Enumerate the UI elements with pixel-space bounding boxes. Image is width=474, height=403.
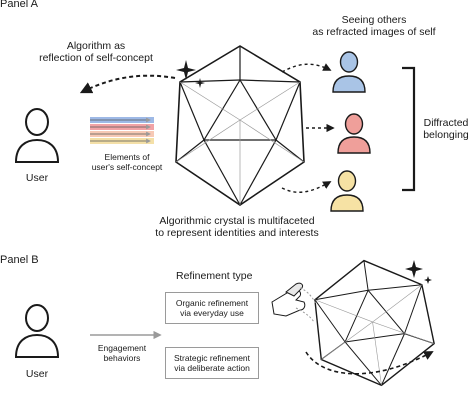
seeing-others-label: Seeing others as refracted images of sel… xyxy=(302,14,446,38)
label-line: user's self-concept xyxy=(91,162,163,172)
label-line: via deliberate action xyxy=(174,363,250,373)
refinement-title: Refinement type xyxy=(176,270,253,282)
label-line: Algorithmic crystal is multifaceted xyxy=(159,215,315,227)
rotation-arrow xyxy=(305,351,434,375)
refined-crystal xyxy=(314,259,435,387)
organic-refinement-box: Organic refinement via everyday use xyxy=(165,292,259,324)
sparkle-icon xyxy=(176,60,205,88)
label-line: Seeing others xyxy=(341,14,407,26)
label-line: Organic refinement xyxy=(175,298,249,308)
label-line: as refracted images of self xyxy=(312,26,436,38)
user-icon xyxy=(14,108,60,163)
label-line: reflection of self-concept xyxy=(39,52,153,64)
label-line: behaviors xyxy=(103,353,141,363)
algorithmic-crystal xyxy=(175,45,305,206)
reflection-arrow xyxy=(79,74,176,94)
panel-label: Panel A xyxy=(0,0,38,10)
label-line: Engagement xyxy=(97,343,147,353)
belonging-bracket xyxy=(402,66,416,192)
user-label: User xyxy=(25,368,49,380)
label-line: via everyday use xyxy=(180,308,244,318)
label-line: Elements of xyxy=(104,152,150,162)
panel-label: Panel B xyxy=(0,254,39,266)
engagement-label: Engagement behaviors xyxy=(92,343,152,363)
other-person-icon xyxy=(330,51,371,212)
label-line: to represent identities and interests xyxy=(155,227,319,239)
label-line: Diffracted xyxy=(423,117,469,129)
algorithm-reflection-label: Algorithm as reflection of self-concept xyxy=(32,40,160,64)
strategic-refinement-box: Strategic refinement via deliberate acti… xyxy=(165,347,259,379)
diffracted-belonging-label: Diffracted belonging xyxy=(416,117,474,141)
crystal-caption: Algorithmic crystal is multifaceted to r… xyxy=(130,215,344,239)
polishing-hand-icon xyxy=(271,282,317,323)
label-line: Algorithm as xyxy=(66,40,126,52)
refraction-arrows xyxy=(281,63,335,193)
label-line: Strategic refinement xyxy=(173,353,251,363)
user-icon xyxy=(14,304,60,358)
sparkle-icon xyxy=(405,260,432,284)
user-label: User xyxy=(25,172,49,184)
label-line: belonging xyxy=(423,129,469,141)
self-concept-label: Elements of user's self-concept xyxy=(82,152,172,172)
self-concept-stripes xyxy=(90,117,154,144)
